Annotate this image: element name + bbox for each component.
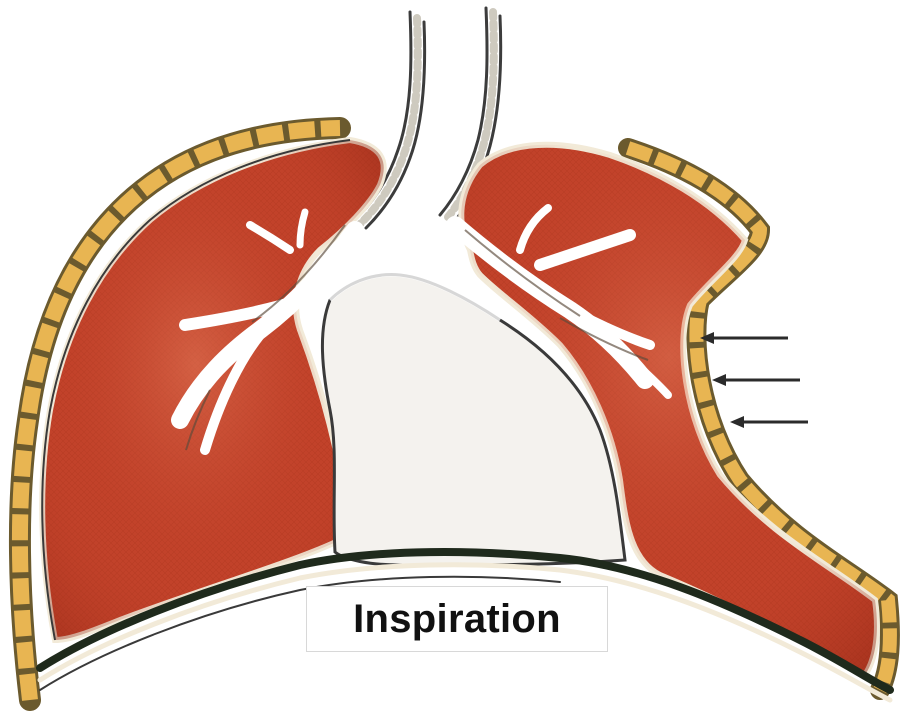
- label-box: Inspiration: [306, 586, 608, 652]
- arrow-left-icon: [700, 332, 788, 344]
- diagram-label: Inspiration: [353, 597, 561, 642]
- arrow-left-icon: [712, 374, 800, 386]
- arrow-left-icon: [730, 416, 808, 428]
